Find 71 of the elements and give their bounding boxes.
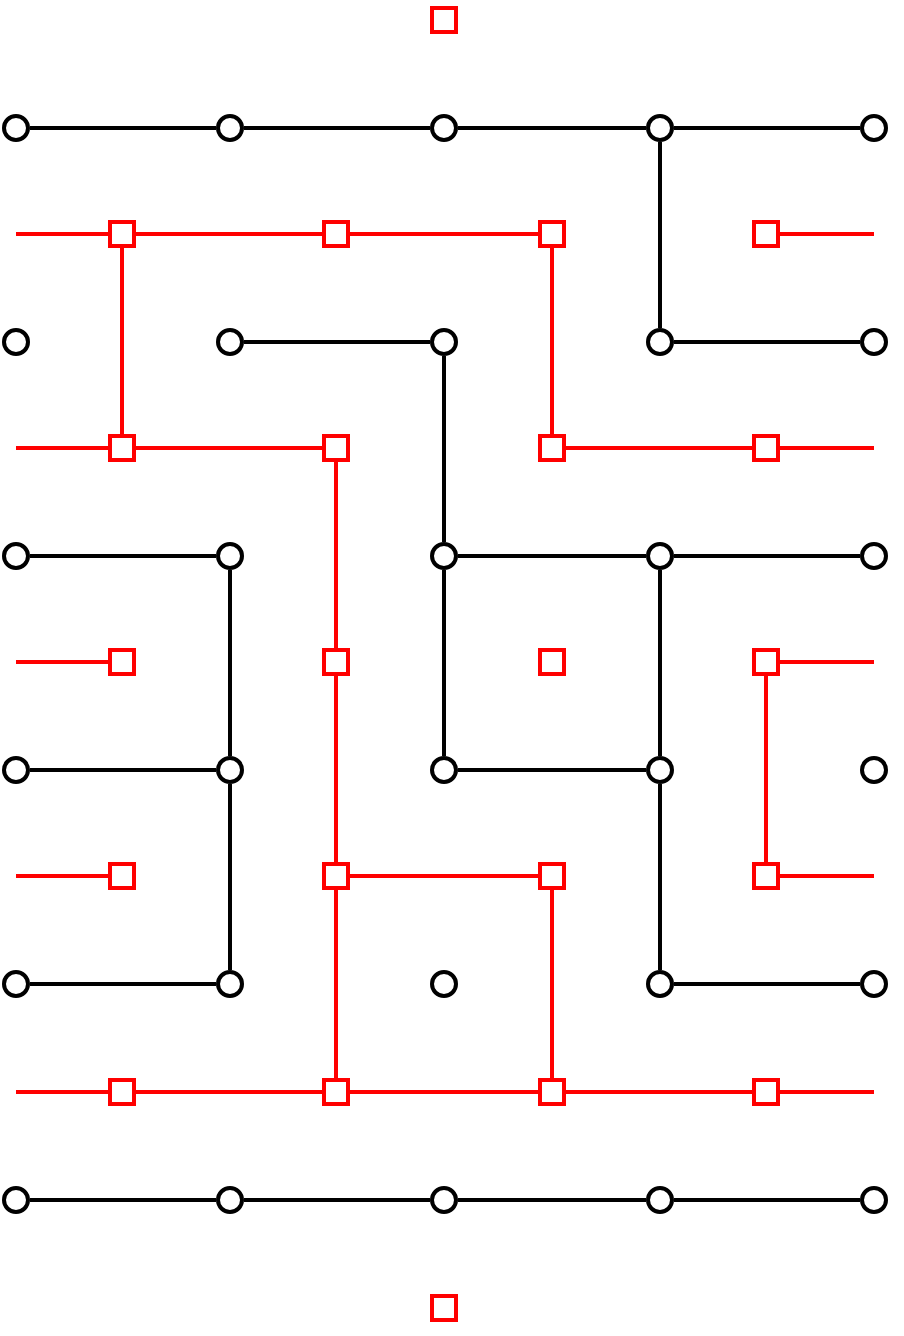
square-node	[538, 1078, 566, 1106]
square-node	[108, 434, 136, 462]
square-node	[752, 1078, 780, 1106]
connector-line	[442, 356, 446, 542]
square-node	[430, 6, 458, 34]
square-node	[752, 648, 780, 676]
connector-line	[458, 554, 646, 558]
connector-line	[550, 890, 554, 1078]
connector-line	[334, 890, 338, 1078]
connector-line	[16, 1090, 108, 1094]
square-node	[108, 862, 136, 890]
square-node	[322, 648, 350, 676]
connector-line	[674, 554, 860, 558]
connector-line	[16, 874, 108, 878]
connector-line	[780, 874, 874, 878]
connector-line	[136, 1090, 322, 1094]
connector-line	[16, 660, 108, 664]
connector-line	[350, 232, 538, 236]
connector-line	[566, 446, 752, 450]
square-node	[322, 220, 350, 248]
square-node	[430, 1294, 458, 1322]
connector-line	[30, 126, 216, 130]
square-node	[752, 862, 780, 890]
connector-line	[780, 1090, 874, 1094]
connector-line	[780, 446, 874, 450]
square-node	[752, 220, 780, 248]
connector-line	[658, 142, 662, 328]
connector-line	[136, 232, 322, 236]
connector-line	[16, 232, 108, 236]
connector-line	[244, 1198, 430, 1202]
square-node	[108, 1078, 136, 1106]
connector-line	[442, 570, 446, 756]
square-node	[538, 434, 566, 462]
connector-line	[228, 570, 232, 756]
connector-line	[674, 982, 860, 986]
connector-line	[334, 676, 338, 862]
square-node	[538, 220, 566, 248]
connector-line	[780, 232, 874, 236]
connector-line	[350, 874, 538, 878]
square-node	[322, 862, 350, 890]
connector-line	[30, 768, 216, 772]
connector-line	[658, 570, 662, 756]
connector-line	[458, 768, 646, 772]
connector-line	[244, 340, 430, 344]
square-node	[322, 1078, 350, 1106]
square-node	[108, 648, 136, 676]
connector-line	[674, 1198, 860, 1202]
square-node	[538, 862, 566, 890]
square-node	[108, 220, 136, 248]
connector-line	[674, 126, 860, 130]
square-node	[538, 648, 566, 676]
connector-line	[30, 982, 216, 986]
connector-line	[30, 554, 216, 558]
connector-line	[334, 462, 338, 648]
connector-line	[16, 446, 108, 450]
connector-line	[228, 784, 232, 970]
connector-line	[350, 1090, 538, 1094]
connector-line	[244, 126, 430, 130]
connector-line	[658, 784, 662, 970]
connector-line	[458, 126, 646, 130]
square-node	[752, 434, 780, 462]
connector-line	[136, 446, 322, 450]
connector-line	[120, 248, 124, 434]
connector-line	[550, 248, 554, 434]
connector-line	[30, 1198, 216, 1202]
connector-line	[458, 1198, 646, 1202]
connector-line	[674, 340, 860, 344]
connector-line	[566, 1090, 752, 1094]
square-node	[322, 434, 350, 462]
connector-line	[780, 660, 874, 664]
connector-line	[764, 676, 768, 862]
